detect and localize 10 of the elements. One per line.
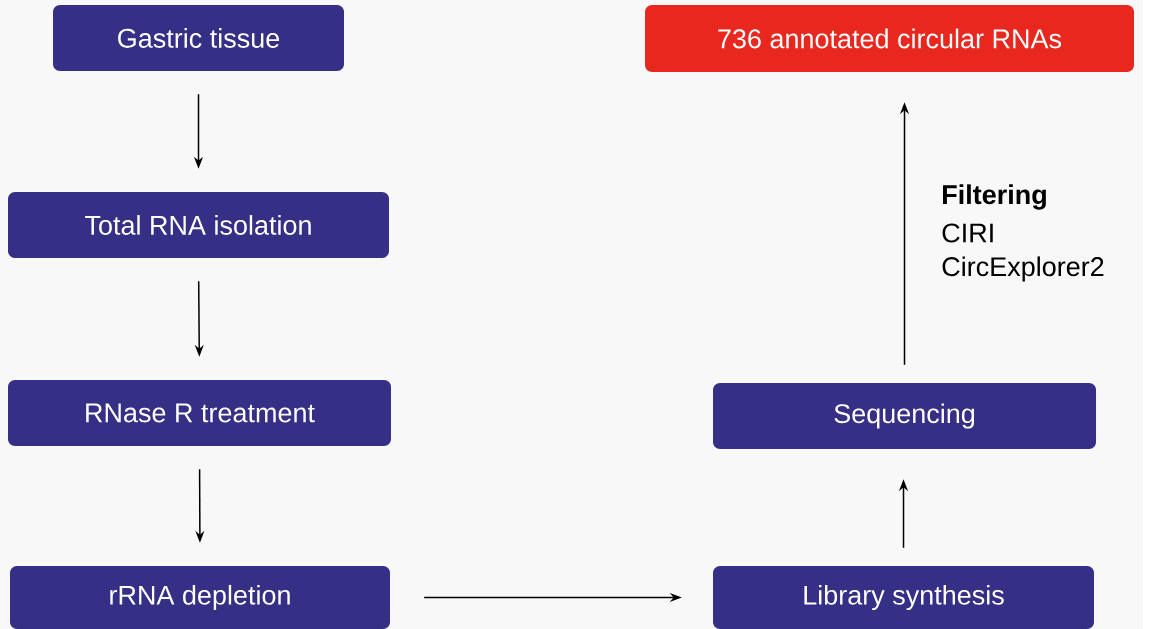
tool-name: CIRI xyxy=(942,223,993,243)
edge-label: Filtering xyxy=(943,184,1046,210)
process-box: Gastric tissue xyxy=(53,5,344,71)
process-box: rRNA depletion xyxy=(10,566,390,629)
process-box: Library synthesis xyxy=(713,566,1094,629)
process-box: RNase R treatment xyxy=(8,380,391,446)
process-box: Total RNA isolation xyxy=(8,192,389,258)
result-box: 736 annotated circular RNAs xyxy=(645,5,1134,72)
tool-name: CircExplorer2 xyxy=(942,256,1104,282)
process-box: Sequencing xyxy=(713,383,1096,449)
